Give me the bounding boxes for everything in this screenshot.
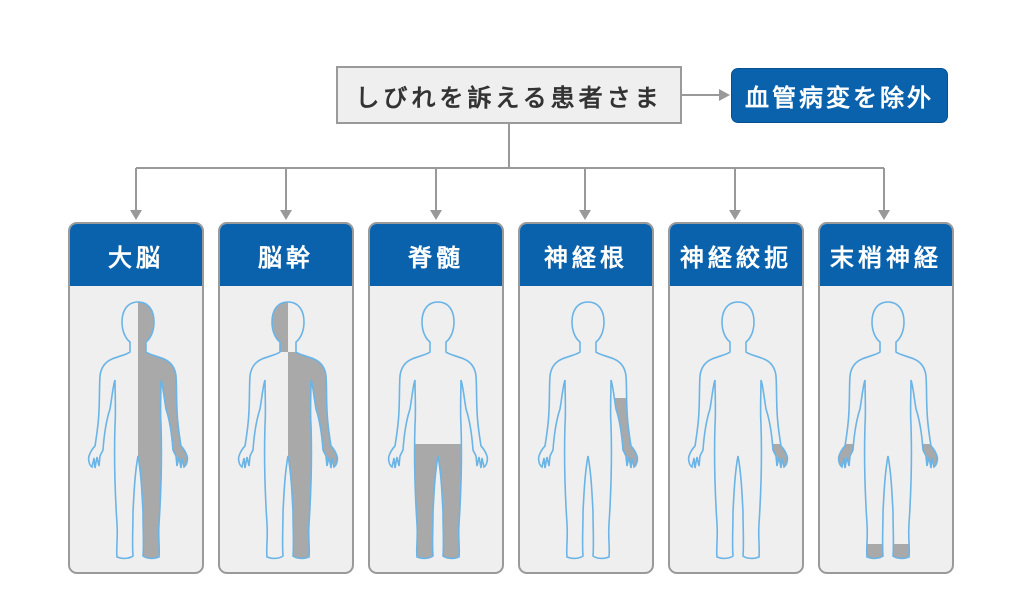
card-title: 神経根	[520, 224, 652, 286]
card-nerve-root: 神経根	[518, 222, 654, 574]
affected-region-feet	[860, 544, 916, 559]
body-figure	[687, 301, 789, 560]
body-figure	[837, 301, 939, 560]
root-node: しびれを訴える患者さま	[336, 66, 682, 124]
affected-region	[410, 444, 466, 559]
card-title: 脳幹	[220, 224, 352, 286]
body-figure	[387, 301, 489, 560]
card-title: 大脳	[70, 224, 202, 286]
card-brainstem: 脳幹	[218, 222, 354, 574]
card-peripheral-nerve: 末梢神経	[818, 222, 954, 574]
body-figure	[237, 301, 339, 560]
card-title: 脊髄	[370, 224, 502, 286]
card-entrapment: 神経絞扼	[668, 222, 804, 574]
body-figure	[87, 301, 189, 560]
card-title: 末梢神経	[820, 224, 952, 286]
affected-region-body	[288, 352, 338, 559]
body-figure	[537, 301, 639, 560]
exclusion-node: 血管病変を除外	[731, 68, 948, 123]
card-cerebrum: 大脳	[68, 222, 204, 574]
card-spinal-cord: 脊髄	[368, 222, 504, 574]
exclusion-label: 血管病変を除外	[745, 84, 934, 112]
card-title: 神経絞扼	[670, 224, 802, 286]
root-label: しびれを訴える患者さま	[355, 83, 663, 112]
